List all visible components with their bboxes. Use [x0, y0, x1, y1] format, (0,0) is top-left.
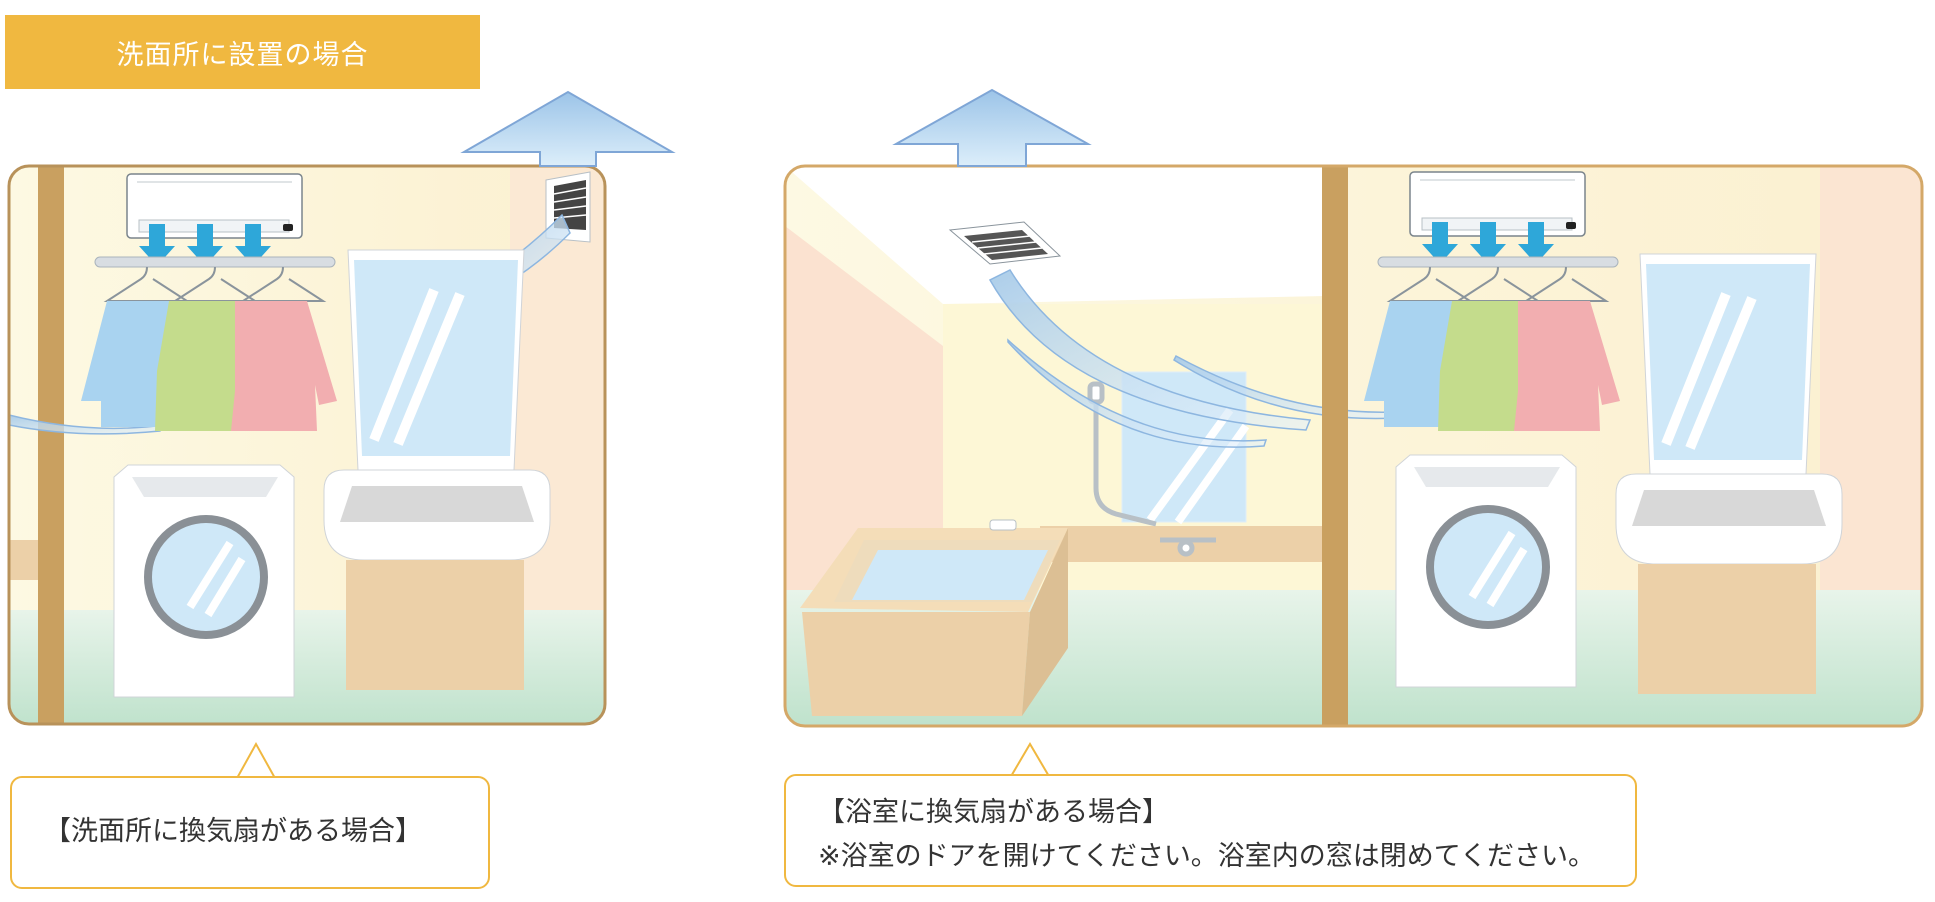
washing-machine-icon — [114, 465, 294, 697]
washbasin-icon — [1616, 254, 1842, 694]
caption-pointer-left — [235, 741, 277, 781]
caption-left-line1: 【洗面所に換気扇がある場合】 — [44, 816, 422, 847]
caption-pointer-right — [1009, 742, 1051, 779]
ventilation-fan-icon — [948, 221, 1062, 265]
caption-right-line2: ※浴室のドアを開けてください。浴室内の窓は閉めてください。 — [818, 841, 1596, 872]
title-text: 洗面所に設置の場合 — [116, 39, 369, 71]
left-panel-border — [7, 164, 607, 726]
exhaust-arrow-right — [892, 88, 1092, 167]
door-pillar — [1322, 166, 1348, 726]
caption-right-line1: 【浴室に換気扇がある場合】 — [818, 797, 1169, 828]
exhaust-arrow-left — [460, 90, 676, 167]
washbasin-icon — [324, 250, 550, 690]
caption-right: 【浴室に換気扇がある場合】 ※浴室のドアを開けてください。浴室内の窓は閉めてくだ… — [784, 774, 1637, 887]
right-panel-border — [783, 164, 1924, 728]
title-banner: 洗面所に設置の場合 — [5, 15, 480, 89]
shower-icon — [1087, 381, 1216, 557]
right-panel — [785, 166, 1922, 726]
door-pillar — [38, 166, 64, 724]
washing-machine-icon — [1396, 455, 1576, 687]
left-panel — [9, 166, 605, 724]
caption-left: 【洗面所に換気扇がある場合】 — [10, 776, 490, 889]
bathtub-icon — [800, 519, 1068, 716]
